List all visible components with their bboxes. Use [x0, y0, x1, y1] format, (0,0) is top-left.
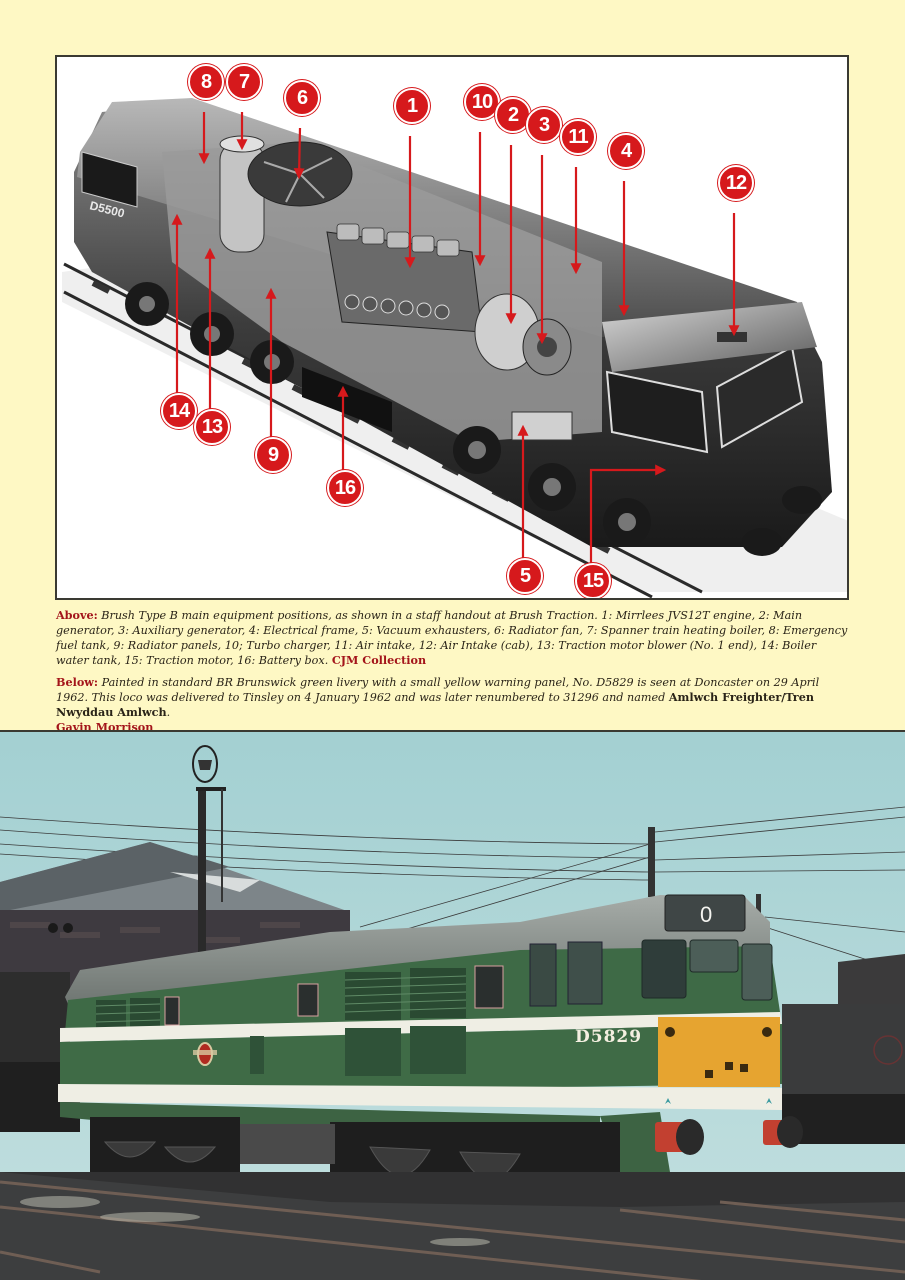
marker-3: 3	[526, 107, 562, 143]
marker-13: 13	[194, 409, 230, 445]
caption-above: Above: Brush Type B main equipment posit…	[56, 608, 851, 668]
loco-number: D5829	[575, 1027, 643, 1047]
marker-6: 6	[284, 80, 320, 116]
marker-14: 14	[161, 393, 197, 429]
caption-above-body: Brush Type B main equipment positions, a…	[56, 609, 848, 667]
caption-below-end: .	[166, 706, 171, 719]
marker-15: 15	[575, 563, 611, 598]
marker-10: 10	[464, 84, 500, 120]
caption-below-loco-name: Amlwch Freighter/Tren Nwyddau Amlwch	[56, 690, 814, 719]
marker-4: 4	[608, 133, 644, 169]
caption-below-body: Painted in standard BR Brunswick green l…	[56, 676, 820, 704]
marker-9: 9	[255, 437, 291, 473]
caption-above-lead: Above:	[56, 608, 98, 622]
caption-below: Below: Painted in standard BR Brunswick …	[56, 675, 851, 735]
marker-11: 11	[560, 119, 596, 155]
marker-8: 8	[188, 64, 224, 100]
locomotive-photo: 0 D5829	[0, 730, 905, 1280]
marker-5: 5	[507, 558, 543, 594]
caption-above-credit: CJM Collection	[331, 653, 427, 667]
caption-below-lead: Below:	[56, 675, 99, 689]
photo-scene	[0, 732, 905, 1280]
cutaway-diagram: D5500 8 7 6 1 10 2 3 11 4 12 14 13 9 16	[55, 55, 849, 600]
marker-12: 12	[718, 165, 754, 201]
locomotive-cutaway-illustration: D5500	[62, 98, 847, 598]
marker-16: 16	[327, 470, 363, 506]
marker-1: 1	[394, 88, 430, 124]
headcode-display: 0	[700, 902, 713, 927]
marker-7: 7	[226, 64, 262, 100]
